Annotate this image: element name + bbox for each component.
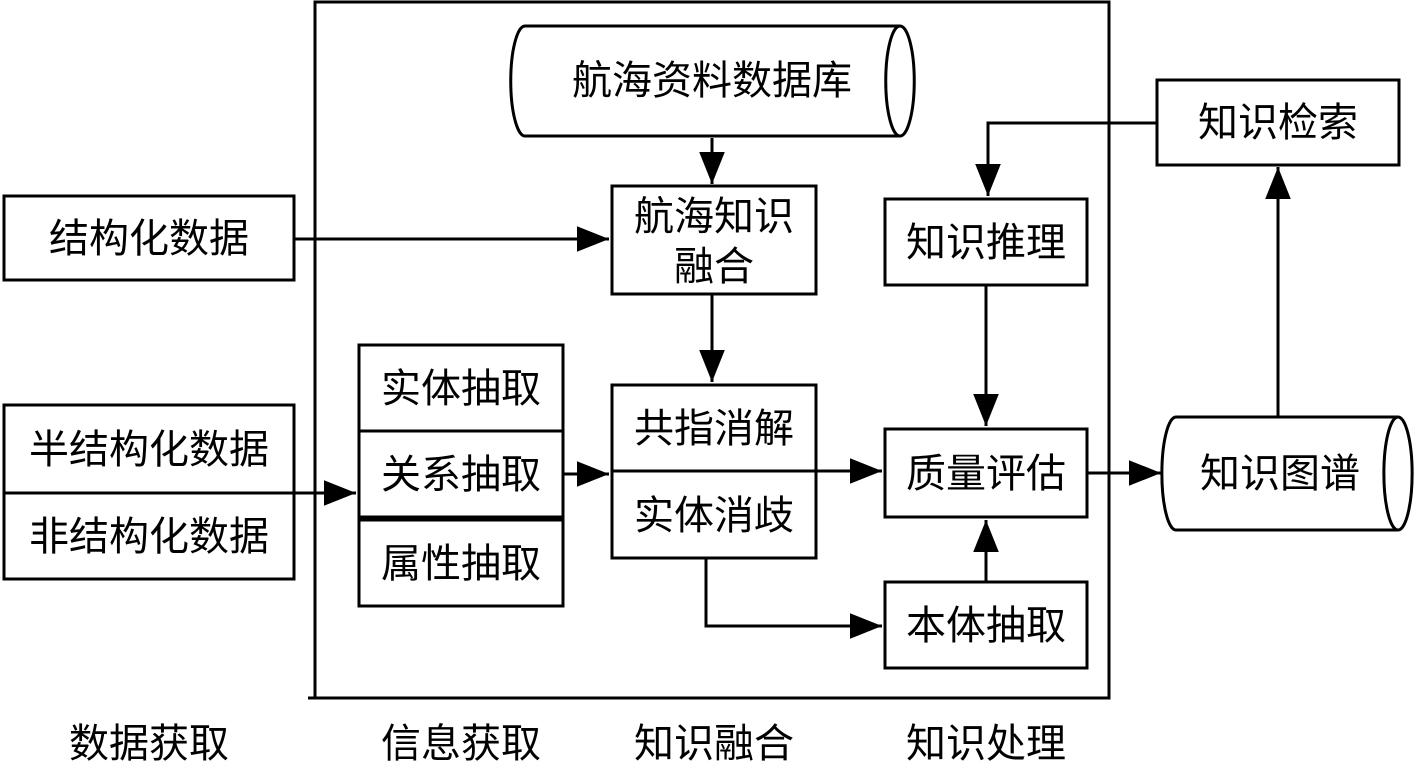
ontology-extraction-box: 本体抽取 [883,580,1089,670]
stage-caption-data-acquisition: 数据获取 [69,721,229,765]
relation-extraction-box: 关系抽取 [357,429,565,519]
quality-evaluation-box: 质量评估 [883,427,1089,519]
stage-caption-knowledge-processing: 知识处理 [906,721,1066,765]
entity-disambiguation-box: 实体消歧 [610,469,818,560]
knowledge-graph-label: 知识图谱 [1200,451,1360,497]
knowledge-retrieval-box: 知识检索 [1155,78,1401,167]
semi-structured-data-label: 半结构化数据 [29,427,269,473]
knowledge-graph-cylinder: 知识图谱 [1160,415,1414,532]
knowledge-reasoning-box: 知识推理 [883,197,1089,287]
structured-data-box: 结构化数据 [2,194,296,282]
coreference-resolution-label: 共指消解 [634,406,794,452]
attribute-extraction-box: 属性抽取 [357,518,565,608]
unstructured-data-label: 非结构化数据 [29,514,269,560]
maritime-database: 航海资料数据库 [509,24,916,138]
entity-extraction-label: 实体抽取 [381,366,541,412]
semi-structured-data-box: 半结构化数据 [2,403,296,495]
quality-evaluation-label: 质量评估 [906,451,1066,497]
maritime-database-label: 航海资料数据库 [572,58,852,104]
structured-data-label: 结构化数据 [49,216,249,262]
ontology-extraction-label: 本体抽取 [906,603,1066,649]
arrow-disambiguation-to-ontology [704,558,882,639]
arrow-retrieval-to-reasoning [975,121,1157,196]
entity-extraction-box: 实体抽取 [357,343,565,433]
entity-disambiguation-label: 实体消歧 [634,493,794,539]
knowledge-reasoning-label: 知识推理 [906,220,1066,266]
relation-extraction-label: 关系抽取 [381,452,541,498]
fusion-label-line1: 航海知识 [634,194,794,240]
knowledge-retrieval-label: 知识检索 [1198,100,1358,146]
fusion-label-line2: 融合 [674,244,754,290]
connectors [4,121,1291,639]
maritime-fusion-box: 航海知识 融合 [610,184,818,296]
stage-caption-knowledge-fusion: 知识融合 [634,721,794,765]
attribute-extraction-label: 属性抽取 [381,541,541,587]
stage-caption-information-acquisition: 信息获取 [381,721,541,765]
unstructured-data-box: 非结构化数据 [2,491,296,581]
coreference-resolution-box: 共指消解 [610,383,818,473]
